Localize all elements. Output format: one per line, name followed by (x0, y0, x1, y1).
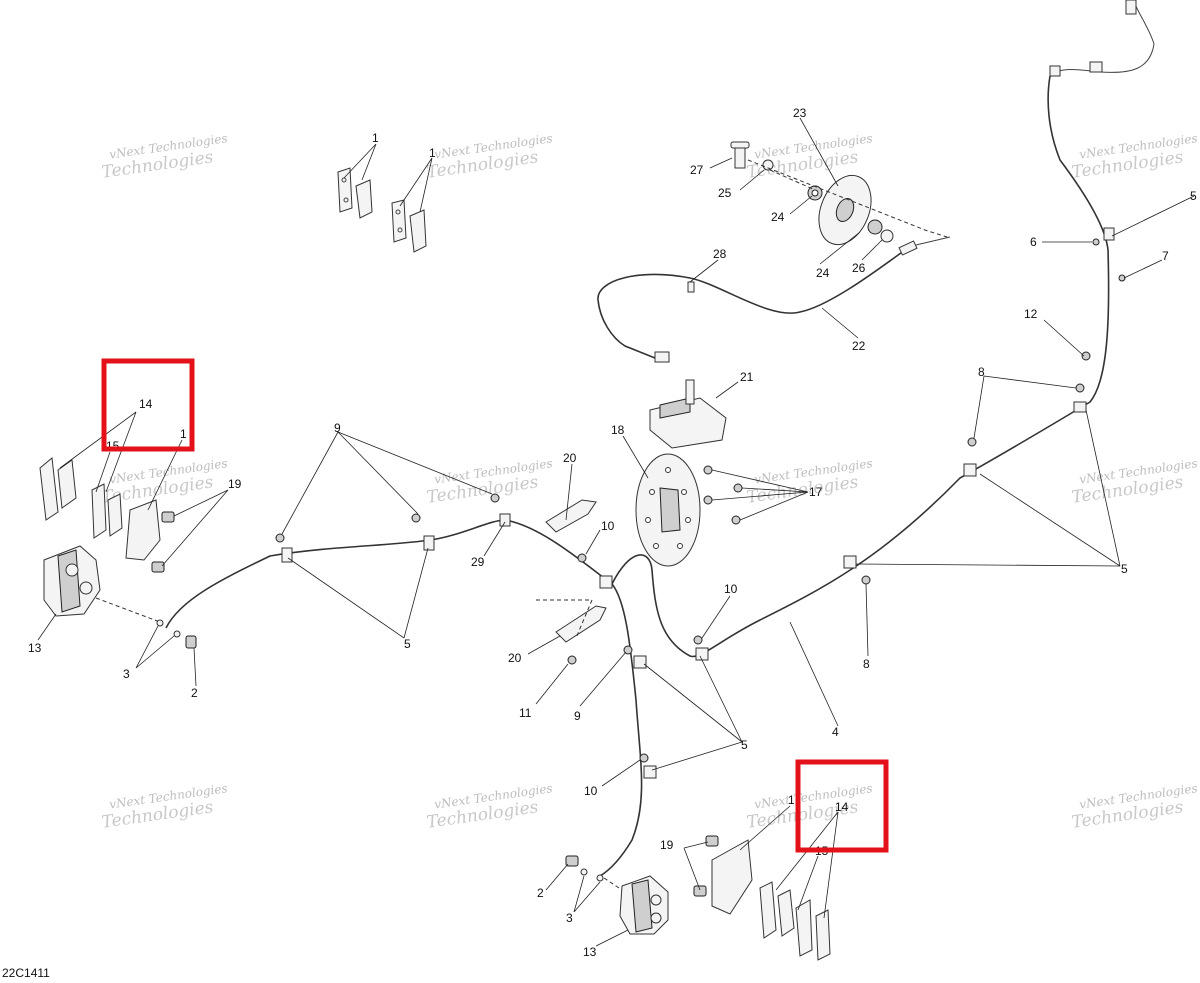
callout-6: 6 (1030, 235, 1037, 249)
callout-1: 1 (372, 131, 379, 145)
callout-5: 5 (404, 637, 411, 651)
callout-5: 5 (1190, 189, 1197, 203)
callout-24: 24 (771, 210, 785, 224)
callout-13: 13 (583, 945, 597, 959)
brake-disc[interactable] (622, 435, 701, 567)
left-brake-hose[interactable] (95, 431, 613, 687)
callout-4: 4 (832, 725, 839, 739)
main-brake-lines[interactable] (579, 0, 1195, 877)
left-brake-caliper[interactable] (37, 545, 101, 641)
callout-3: 3 (123, 667, 130, 681)
disc-bolts[interactable] (703, 465, 809, 525)
left-brake-pads[interactable] (39, 411, 183, 561)
callout-17: 17 (809, 485, 823, 499)
callout-20: 20 (508, 651, 522, 665)
callout-24: 24 (816, 266, 830, 280)
callout-21: 21 (740, 370, 754, 384)
right-brake-pads[interactable] (683, 805, 839, 961)
callout-22: 22 (852, 339, 866, 353)
highlight-box-right (795, 759, 889, 853)
park-brake-caliper[interactable] (649, 379, 739, 449)
brake-pads-top[interactable] (337, 143, 433, 253)
diagram-reference-code: 22C1411 (2, 966, 50, 980)
callout-9: 9 (574, 709, 581, 723)
callout-1: 1 (429, 146, 436, 160)
callout-19: 19 (660, 838, 674, 852)
highlight-box-left (101, 358, 195, 452)
callout-2: 2 (537, 886, 544, 900)
callout-27: 27 (690, 163, 704, 177)
callout-18: 18 (611, 423, 625, 437)
left-caliper-bolts[interactable] (151, 489, 229, 573)
hose-brackets[interactable] (527, 463, 607, 705)
callout-1: 1 (180, 427, 187, 441)
callout-20: 20 (563, 451, 577, 465)
callout-23: 23 (793, 106, 807, 120)
callout-9: 9 (334, 421, 341, 435)
park-brake-assembly[interactable] (597, 117, 951, 363)
right-brake-caliper[interactable] (545, 855, 669, 947)
callout-5: 5 (741, 738, 748, 752)
callout-8: 8 (978, 365, 985, 379)
callout-28: 28 (713, 247, 727, 261)
callout-25: 25 (718, 186, 732, 200)
callout-14: 14 (835, 800, 849, 814)
callout-2: 2 (191, 686, 198, 700)
callout-10: 10 (724, 582, 738, 596)
callout-5: 5 (1121, 562, 1128, 576)
callout-13: 13 (28, 641, 42, 655)
callout-29: 29 (471, 555, 485, 569)
callout-1: 1 (788, 793, 795, 807)
callout-8: 8 (863, 657, 870, 671)
callout-10: 10 (601, 519, 615, 533)
callout-12: 12 (1024, 307, 1038, 321)
callout-19: 19 (228, 477, 242, 491)
callout-7: 7 (1162, 249, 1169, 263)
callout-3: 3 (566, 911, 573, 925)
callout-26: 26 (852, 261, 866, 275)
callout-10: 10 (584, 784, 598, 798)
callout-11: 11 (519, 706, 532, 720)
callout-14: 14 (139, 397, 153, 411)
